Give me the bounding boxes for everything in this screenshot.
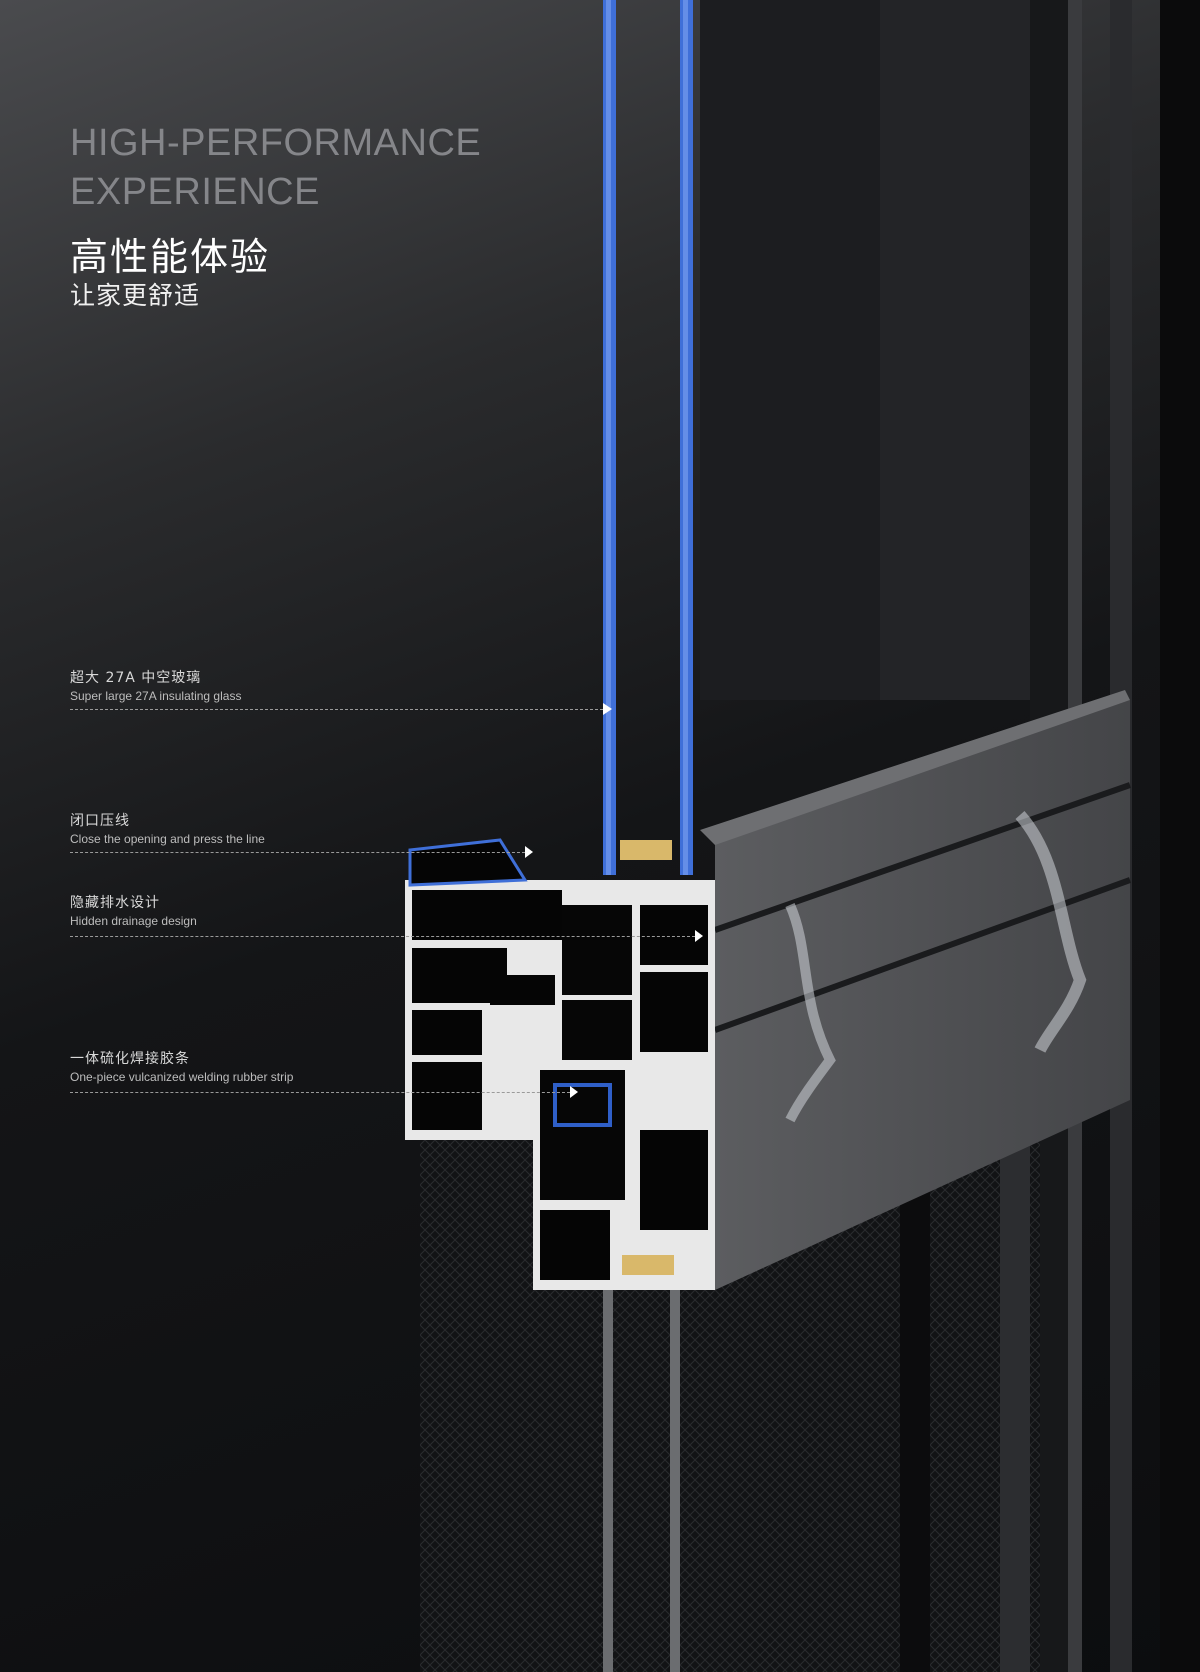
profile-cross-section	[405, 838, 715, 1290]
horizontal-rail	[715, 700, 1130, 1290]
lower-glass-pane-2	[670, 1290, 680, 1672]
callout-insulating-glass: 超大 27A 中空玻璃 Super large 27A insulating g…	[70, 667, 241, 703]
leader-line	[70, 709, 603, 710]
leader-line	[70, 852, 525, 853]
gasket-strip-bottom	[622, 1255, 674, 1275]
leader-line	[70, 936, 695, 937]
page-subtitle: 让家更舒适	[70, 281, 201, 310]
callout-en: Hidden drainage design	[70, 914, 197, 928]
callout-rubber-strip: 一体硫化焊接胶条 One-piece vulcanized welding ru…	[70, 1048, 293, 1084]
water-splash-icon	[785, 902, 836, 1123]
callout-cn: 闭口压线	[70, 813, 130, 829]
leader-line	[70, 1092, 570, 1093]
headline-en-line1: HIGH-PERFORMANCE	[70, 122, 482, 164]
callout-cn: 超大 27A 中空玻璃	[70, 670, 202, 686]
lower-glass-pane-1	[603, 1290, 613, 1672]
arrow-icon	[603, 703, 612, 715]
callout-press-line: 闭口压线 Close the opening and press the lin…	[70, 810, 265, 846]
callout-en: Super large 27A insulating glass	[70, 689, 242, 703]
arrow-icon	[695, 930, 703, 942]
callout-cn: 一体硫化焊接胶条	[70, 1051, 190, 1067]
callout-cn: 隐藏排水设计	[70, 895, 160, 911]
headline-en-line2: EXPERIENCE	[70, 171, 320, 213]
arrow-icon	[525, 846, 533, 858]
arrow-icon	[570, 1086, 578, 1098]
page-title: 高性能体验	[70, 235, 271, 279]
gasket-strip-top	[620, 840, 672, 860]
callout-en: One-piece vulcanized welding rubber stri…	[70, 1070, 294, 1084]
callout-en: Close the opening and press the line	[70, 832, 265, 846]
callout-hidden-drainage: 隐藏排水设计 Hidden drainage design	[70, 892, 197, 928]
